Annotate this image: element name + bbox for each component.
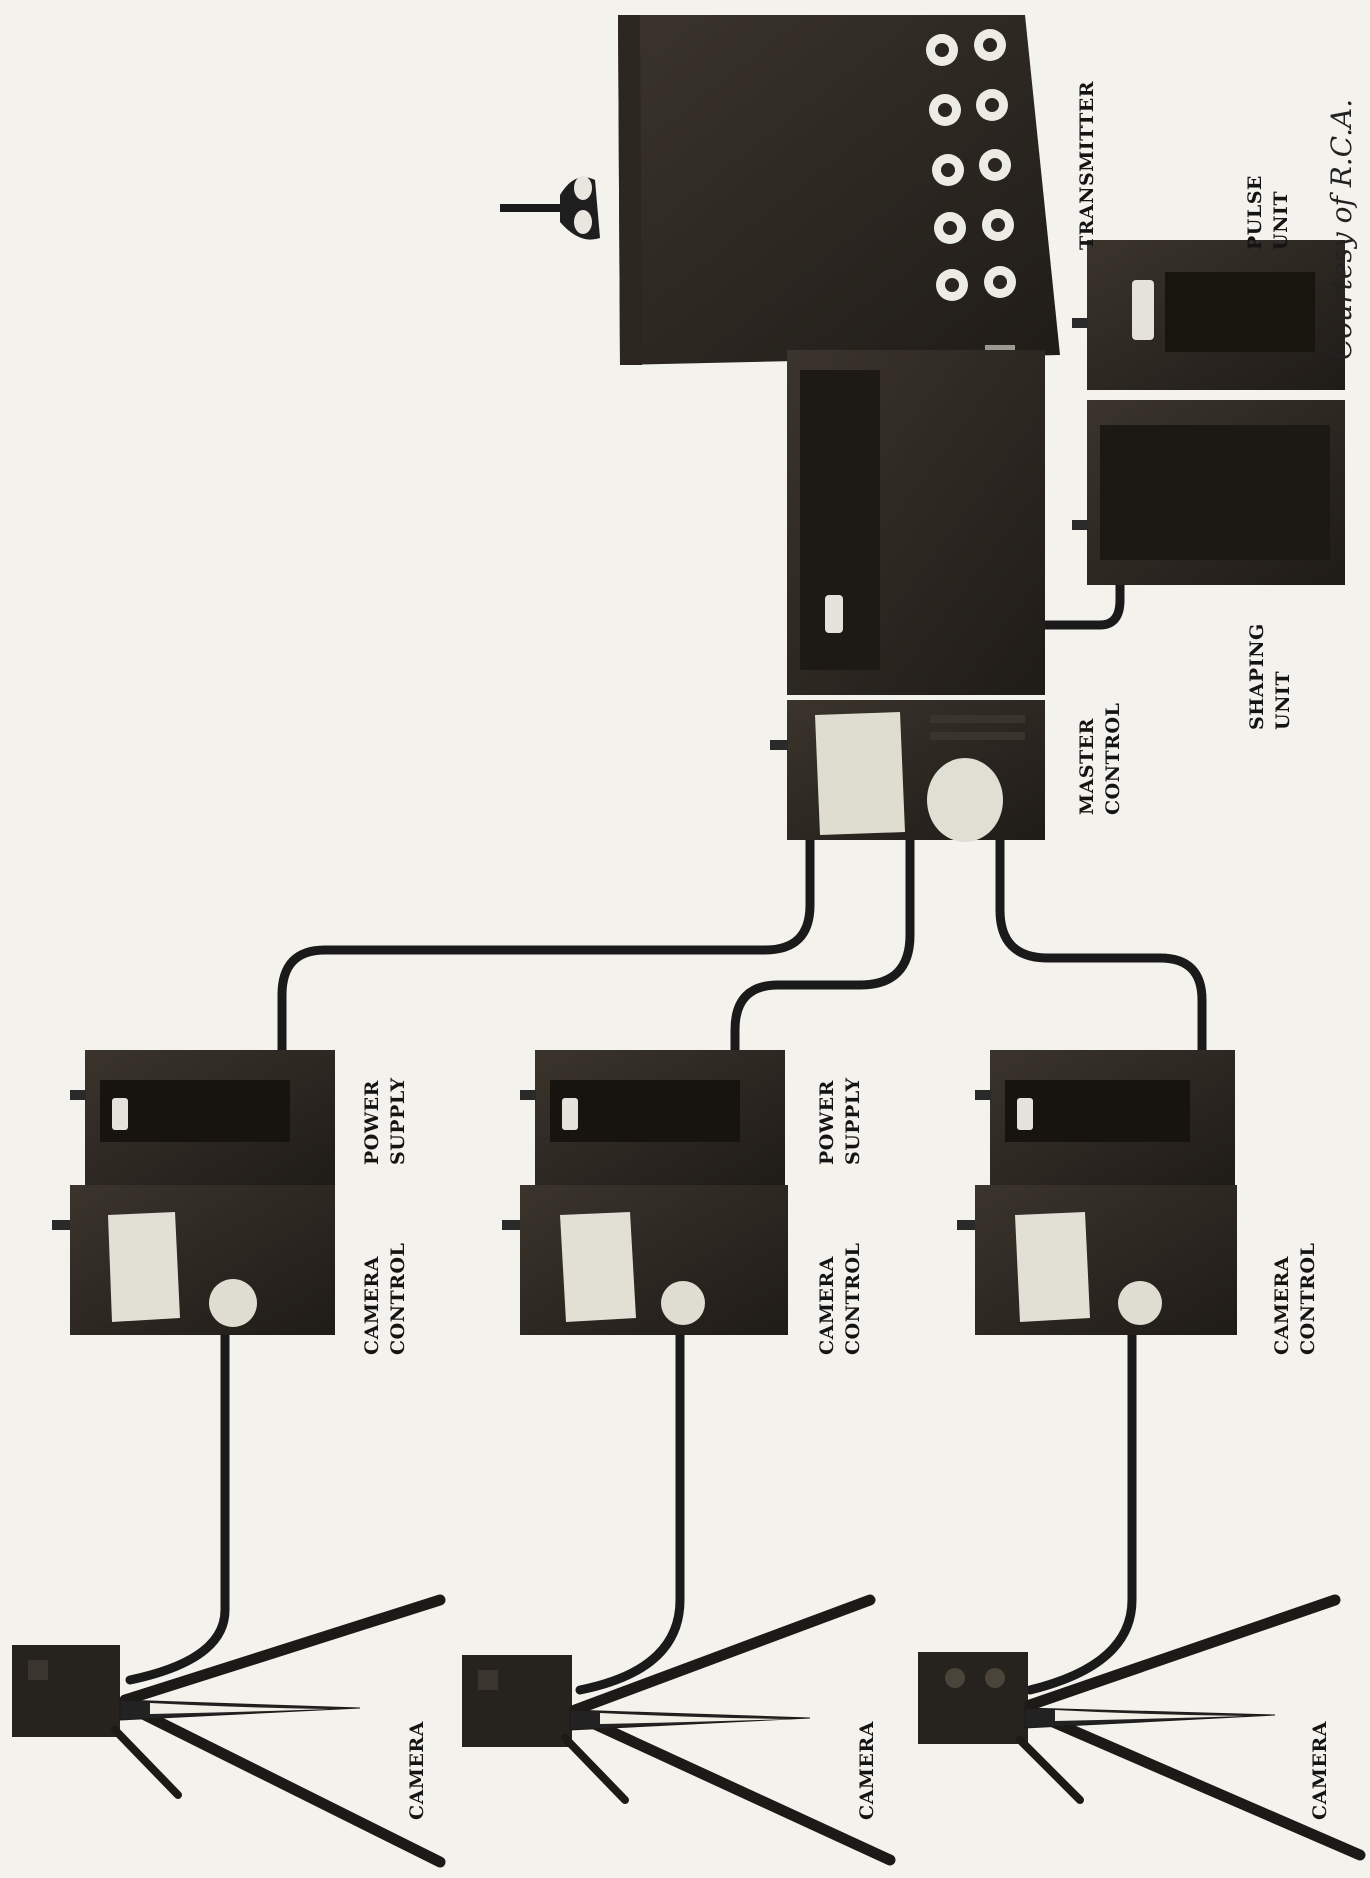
cable-master-power-2 [735,835,910,1050]
cable-camera-2 [580,1330,680,1690]
label-cc-1-line-2: CONTROL [386,1243,412,1355]
label-camera-2-text: CAMERA [855,1721,881,1820]
label-camera-2: CAMERA [855,1721,881,1820]
label-master-control: MASTER CONTROL [1075,703,1126,815]
label-cc-3-line-2: CONTROL [1296,1243,1322,1355]
label-power-2-line-1: POWER [815,1077,841,1165]
label-power-1-line-2: SUPPLY [386,1077,412,1165]
label-power-1-line-1: POWER [360,1077,386,1165]
photo-credit: Courtesy of R.C.A. [1325,99,1358,360]
label-master-line-1: MASTER [1075,703,1101,815]
label-power-2-line-2: SUPPLY [841,1077,867,1165]
cable-master-shaping [1040,585,1120,625]
master-control-unit [770,350,1045,842]
label-transmitter-text: TRANSMITTER [1075,81,1101,250]
label-cc-1-line-1: CAMERA [360,1243,386,1355]
camera-control-unit-3 [957,1185,1237,1335]
cable-camera-3 [1030,1330,1132,1690]
label-cc-2-line-2: CONTROL [841,1243,867,1355]
label-shaping-unit: SHAPING UNIT [1245,623,1296,730]
label-cc-3-line-1: CAMERA [1270,1243,1296,1355]
label-pulse-line-1: PULSE [1243,175,1269,250]
camera-tripod-2 [462,1600,890,1860]
label-camera-1: CAMERA [405,1721,431,1820]
power-supply-unit-1 [70,1050,335,1185]
transmitter-unit [500,15,1060,375]
camera-tripod-3 [918,1600,1360,1855]
label-camera-control-2: CAMERA CONTROL [815,1243,866,1355]
camera-control-unit-2 [502,1185,788,1335]
label-transmitter: TRANSMITTER [1075,81,1101,250]
camera-tripod-1 [12,1600,440,1862]
label-camera-control-3: CAMERA CONTROL [1270,1243,1321,1355]
pulse-unit [1072,240,1345,390]
label-shaping-line-2: UNIT [1271,623,1297,730]
label-cc-2-line-1: CAMERA [815,1243,841,1355]
label-pulse-line-2: UNIT [1269,175,1295,250]
cable-master-power-3 [1000,835,1202,1050]
label-pulse-unit: PULSE UNIT [1243,175,1294,250]
label-shaping-line-1: SHAPING [1245,623,1271,730]
camera-control-screen-3 [1015,1212,1090,1322]
camera-control-unit-1 [52,1185,335,1335]
power-supply-unit-3 [975,1050,1235,1185]
label-camera-3-text: CAMERA [1308,1721,1334,1820]
label-power-supply-2: POWER SUPPLY [815,1077,866,1165]
master-monitor-screen [815,712,905,835]
label-camera-3: CAMERA [1308,1721,1334,1820]
power-supply-unit-2 [520,1050,785,1185]
camera-control-screen-2 [560,1212,636,1322]
master-scope-screen [927,758,1003,842]
cable-master-power-1 [282,835,810,1050]
label-power-supply-1: POWER SUPPLY [360,1077,411,1165]
label-master-line-2: CONTROL [1101,703,1127,815]
camera-control-screen-1 [108,1212,180,1322]
cable-camera-1 [130,1330,225,1680]
label-camera-1-text: CAMERA [405,1721,431,1820]
shaping-unit [1072,400,1345,585]
label-camera-control-1: CAMERA CONTROL [360,1243,411,1355]
